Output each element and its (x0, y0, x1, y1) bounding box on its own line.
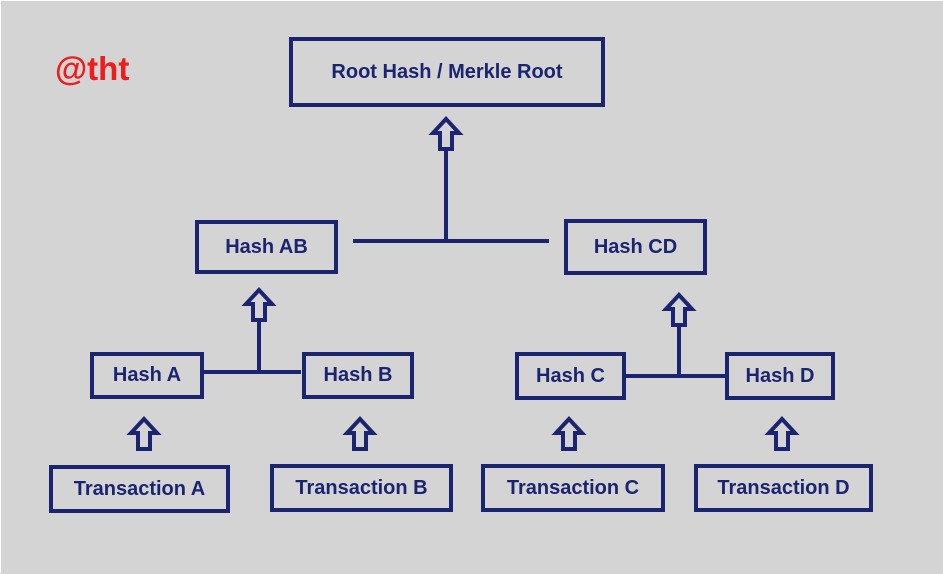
up-arrow-icon (767, 417, 797, 451)
hash-c-label: Hash C (536, 364, 605, 387)
watermark-text: @tht (55, 50, 130, 87)
transaction-b-label: Transaction B (295, 476, 428, 499)
transaction-a-node: Transaction A (49, 465, 230, 513)
hash-a-label: Hash A (112, 364, 182, 386)
hash-cd-connector (625, 327, 725, 378)
hash-ab-node: Hash AB (195, 220, 338, 274)
transaction-d-node: Transaction D (694, 464, 873, 512)
up-arrow-icon (554, 417, 584, 451)
hash-cd-label: Hash CD (593, 235, 678, 258)
hash-ab-connector (204, 321, 301, 374)
hash-ab-label: Hash AB (225, 235, 308, 258)
transaction-c-label: Transaction C (506, 476, 640, 499)
root-hash-label: Root Hash / Merkle Root (331, 60, 563, 83)
hash-d-label: Hash D (745, 364, 815, 387)
up-arrow-icon (664, 293, 694, 327)
hash-b-label: Hash B (323, 364, 393, 386)
transaction-d-label: Transaction D (717, 476, 850, 499)
hash-a-node: Hash A (90, 352, 204, 399)
up-arrow-icon (431, 117, 461, 151)
up-arrow-icon (244, 288, 274, 322)
up-arrow-icon (345, 417, 375, 451)
transaction-a-label: Transaction A (73, 477, 206, 500)
hash-d-node: Hash D (725, 352, 835, 400)
hash-c-node: Hash C (515, 352, 626, 400)
transaction-c-node: Transaction C (481, 464, 665, 512)
hash-cd-node: Hash CD (564, 219, 707, 275)
transaction-b-node: Transaction B (270, 464, 453, 512)
root-hash-node: Root Hash / Merkle Root (289, 37, 605, 107)
up-arrow-icon (129, 417, 159, 451)
root-connector (353, 151, 549, 243)
hash-b-node: Hash B (302, 352, 414, 399)
